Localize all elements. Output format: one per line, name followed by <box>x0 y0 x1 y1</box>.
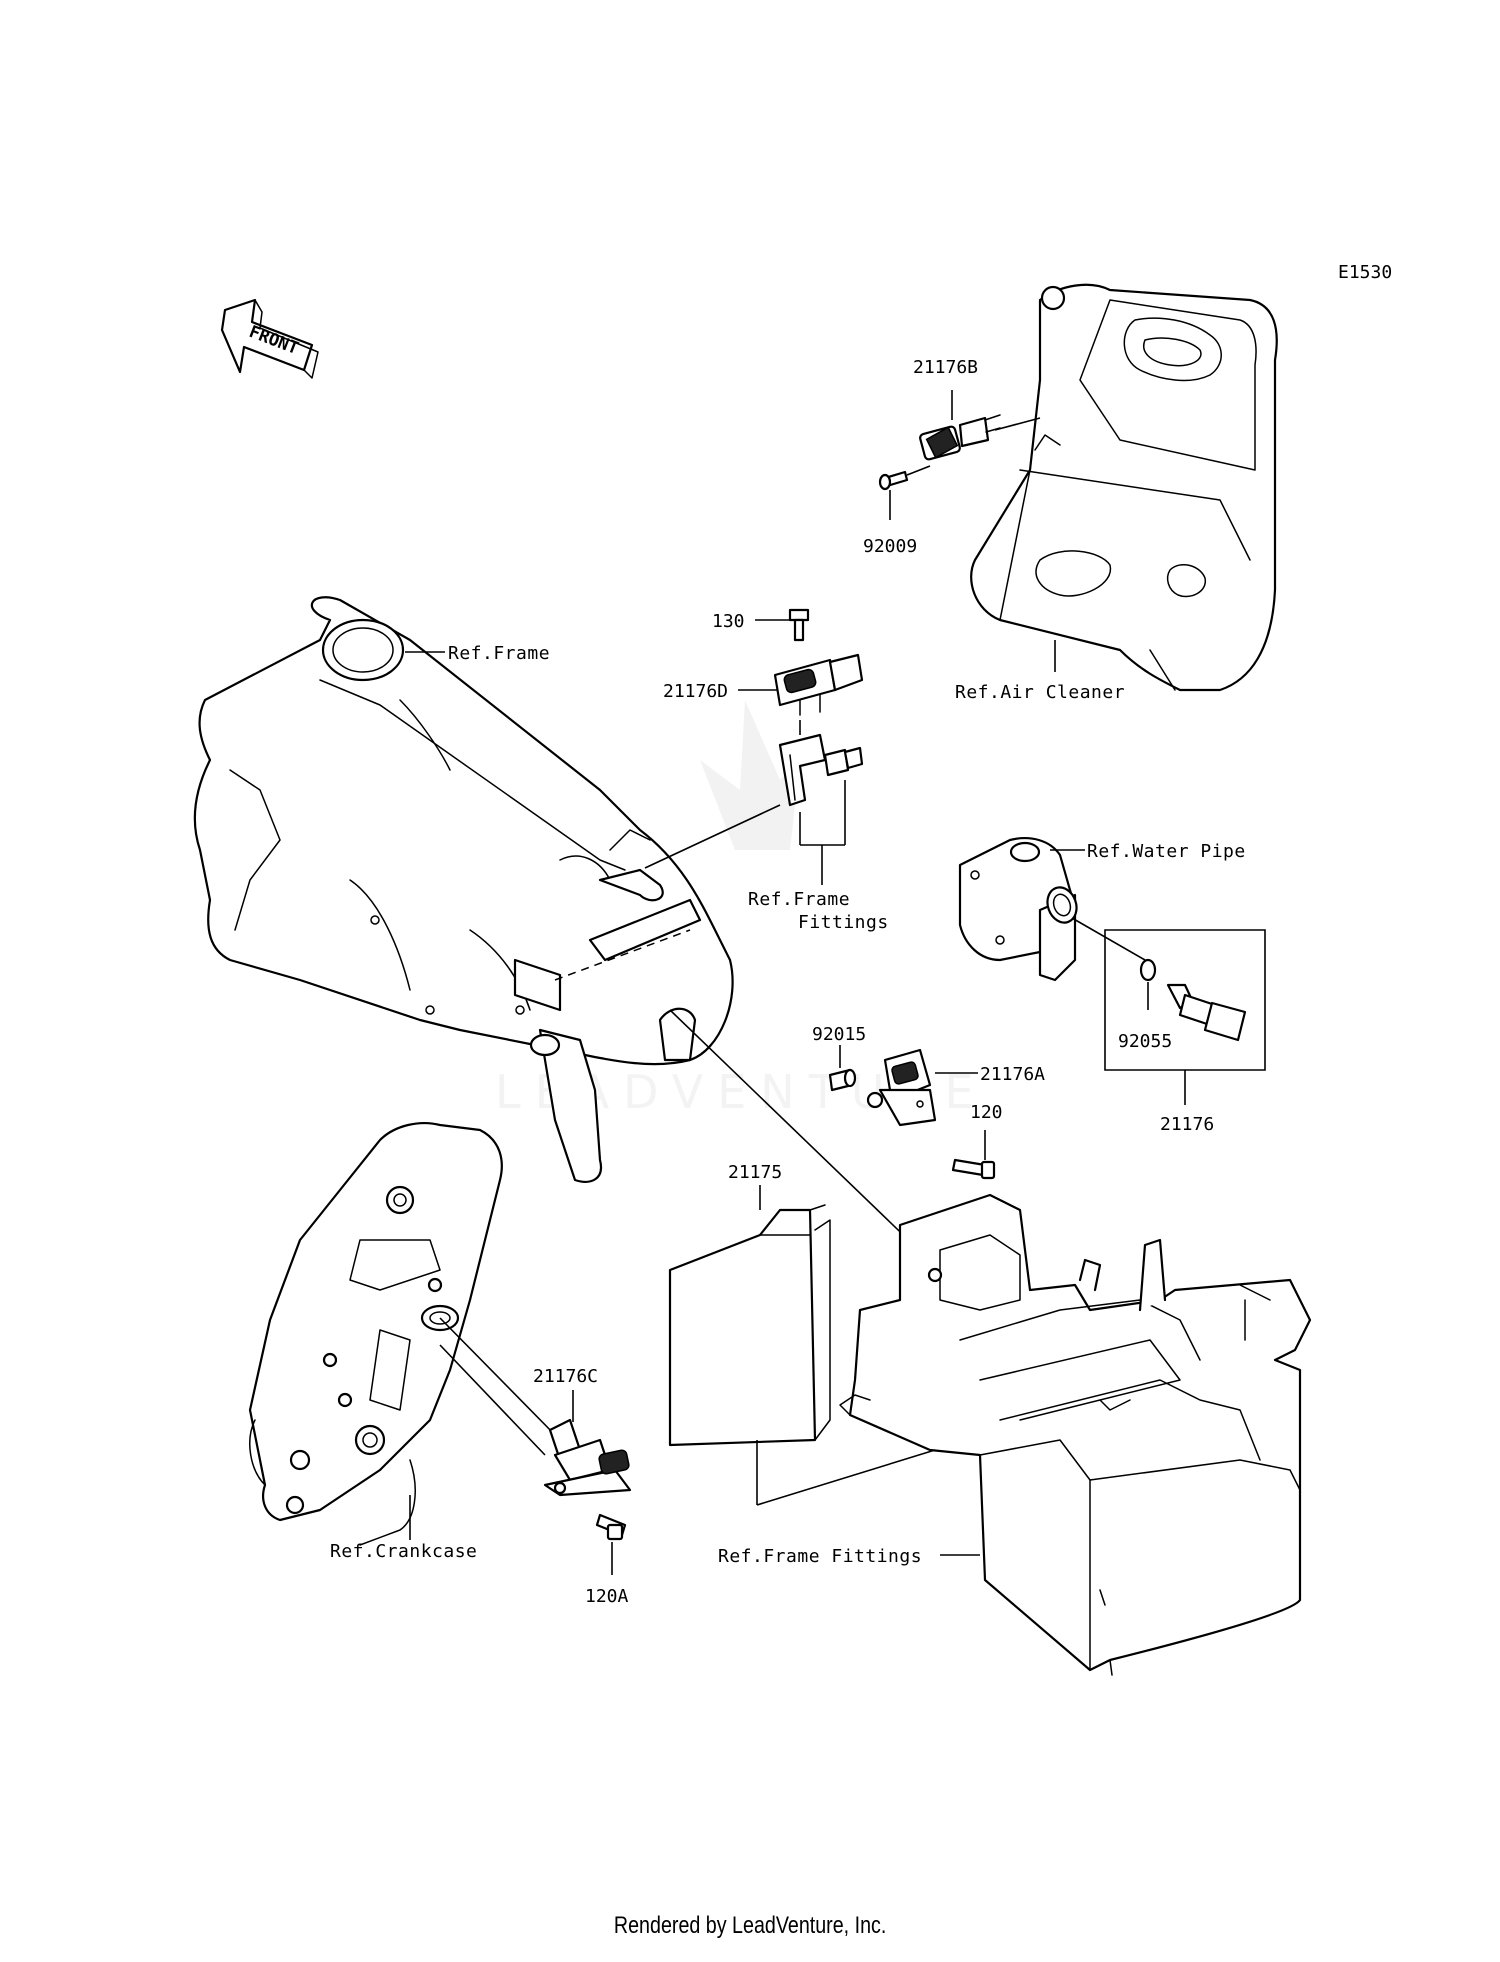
part-label-21176c: 21176C <box>533 1366 598 1387</box>
battery-case-drawing <box>839 1193 1312 1676</box>
part-label-130: 130 <box>712 611 745 632</box>
bolt-130-icon <box>788 608 810 642</box>
part-label-92055: 92055 <box>1118 1031 1172 1052</box>
water-pipe-drawing <box>958 837 1078 982</box>
ref-frame-fittings-line2: Fittings <box>798 912 889 933</box>
sensor-21176a-icon <box>866 1048 937 1127</box>
part-label-21176: 21176 <box>1160 1114 1214 1135</box>
part-label-21176d: 21176D <box>663 681 728 702</box>
temperature-sensor-21176-icon <box>1166 983 1247 1042</box>
footer-text: Rendered by LeadVenture, Inc. <box>613 1912 887 1939</box>
screw-92009-icon <box>878 470 909 491</box>
ref-frame-fittings-line1: Ref.Frame <box>748 889 850 910</box>
part-label-21176b: 21176B <box>913 357 978 378</box>
o-ring-92055-icon <box>1139 958 1157 982</box>
part-label-120: 120 <box>970 1102 1003 1123</box>
part-label-120a: 120A <box>585 1586 629 1607</box>
front-arrow-icon: FRONT <box>220 298 319 379</box>
sensor-21176c-icon <box>543 1418 632 1497</box>
footer-credit: Rendered by LeadVenture, Inc. <box>0 1912 1500 1940</box>
part-label-92009: 92009 <box>863 536 917 557</box>
ref-water-pipe: Ref.Water Pipe <box>1087 841 1246 862</box>
part-label-21176a: 21176A <box>980 1064 1045 1085</box>
ref-frame: Ref.Frame <box>448 643 550 664</box>
part-label-21175: 21175 <box>728 1162 782 1183</box>
bracket-drawing <box>778 733 864 807</box>
ref-crankcase: Ref.Crankcase <box>330 1541 477 1562</box>
spacer-92015-icon <box>828 1068 857 1092</box>
bolt-120a-icon <box>595 1513 627 1541</box>
ref-frame-fittings-bottom: Ref.Frame Fittings <box>718 1546 922 1567</box>
frame-drawing <box>193 596 734 1183</box>
air-cleaner-drawing <box>970 283 1278 692</box>
bolt-120-icon <box>951 1158 996 1180</box>
diagram-code: E1530 <box>1338 262 1392 283</box>
ecu-21175-drawing <box>668 1204 831 1447</box>
part-label-92015: 92015 <box>812 1024 866 1045</box>
ref-air-cleaner: Ref.Air Cleaner <box>955 682 1125 703</box>
sensor-21176b-icon <box>919 414 1001 461</box>
crankcase-drawing <box>248 1122 503 1546</box>
sensor-21176d-icon <box>773 653 864 716</box>
